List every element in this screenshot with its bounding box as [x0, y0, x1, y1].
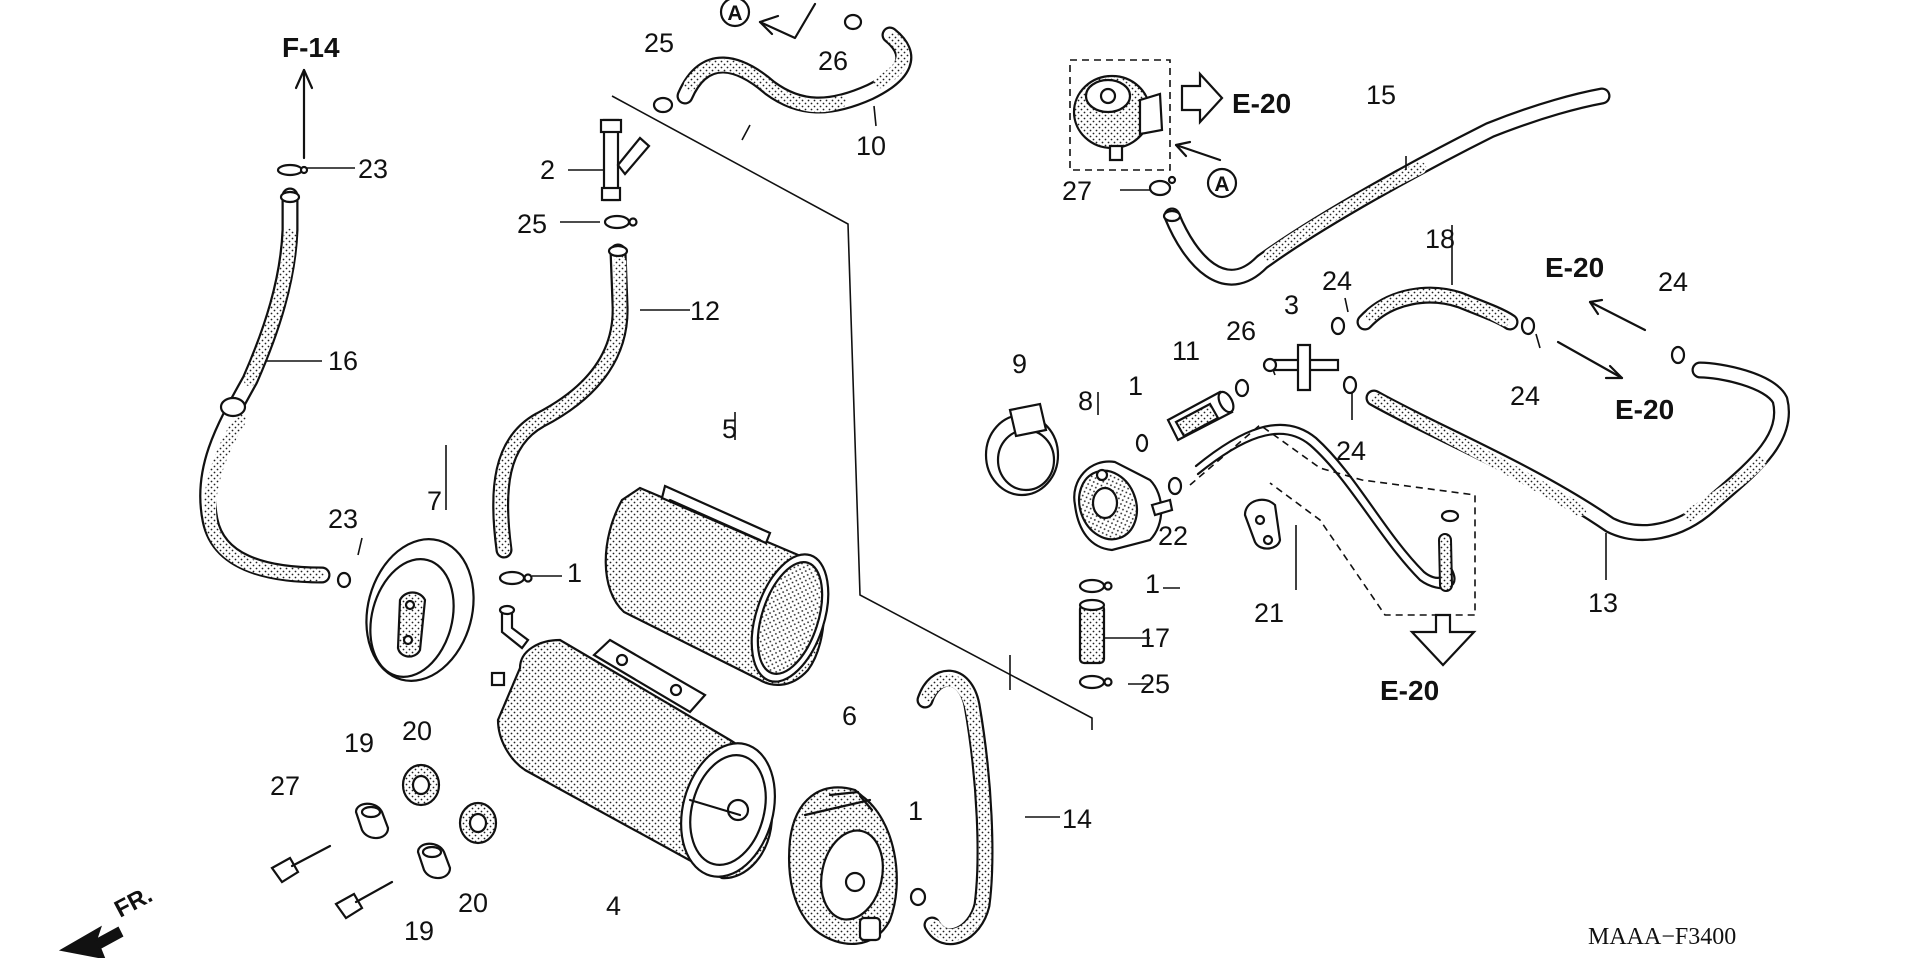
- part-5-cover: [604, 484, 830, 686]
- callout-1: 1: [1128, 371, 1143, 401]
- callout-6: 6: [842, 701, 857, 731]
- hose-14: [916, 669, 994, 946]
- part-4-canister: [490, 604, 776, 880]
- callout-9: 9: [1012, 349, 1027, 379]
- front-direction-label: FR.: [110, 881, 157, 923]
- part-3-cross-joint: [1262, 343, 1340, 392]
- ref-e20-bottom: E-20: [1380, 675, 1439, 706]
- ref-e20-upper-right: E-20: [1545, 252, 1604, 283]
- callout-23: 23: [358, 154, 388, 184]
- connector-mark-a-right-text: A: [1214, 173, 1229, 196]
- callout-24: 24: [1510, 381, 1540, 411]
- callout-27: 27: [270, 771, 300, 801]
- hose-10: [676, 26, 913, 114]
- callout-11: 11: [1172, 336, 1200, 366]
- callout-15: 15: [1366, 80, 1396, 110]
- part-8-valve: [1073, 460, 1174, 552]
- callout-19: 19: [404, 916, 434, 946]
- arrows: [58, 2, 1647, 958]
- callout-24: 24: [1336, 436, 1366, 466]
- callout-18: 18: [1425, 224, 1455, 254]
- hardware: [270, 763, 498, 920]
- callout-25: 26: [1226, 316, 1256, 346]
- callout-8: 8: [1078, 386, 1093, 416]
- callout-26: 26: [818, 46, 848, 76]
- callout-21: 21: [1254, 598, 1284, 628]
- callout-10: 10: [856, 131, 886, 161]
- callout-1: 1: [908, 796, 923, 826]
- callout-3: 3: [1284, 290, 1299, 320]
- callout-26: 27: [1062, 176, 1092, 206]
- callout-23: 23: [328, 504, 358, 534]
- callout-25: 25: [1140, 669, 1170, 699]
- hose-18: [1356, 286, 1519, 331]
- part-11-connector: [1166, 390, 1235, 442]
- ref-e20-right: E-20: [1615, 394, 1674, 425]
- callout-7: 7: [427, 486, 442, 516]
- hose-12: [492, 243, 629, 559]
- part-21-clip: [1243, 498, 1282, 550]
- part-17-joint: [1078, 598, 1106, 665]
- callout-25: 25: [517, 209, 547, 239]
- hose-15: [1162, 87, 1611, 286]
- vacuum-valve: [1072, 74, 1164, 162]
- connector-mark-a-top: A: [719, 0, 751, 28]
- callout-1: 1: [1145, 569, 1160, 599]
- callout-1: 1: [567, 558, 582, 588]
- connector-mark-a-top-text: A: [727, 2, 742, 25]
- hose-13: [1365, 361, 1790, 541]
- hose-16: [199, 187, 331, 584]
- callout-19: 19: [344, 728, 374, 758]
- callout-5: 5: [722, 414, 737, 444]
- thin-hose-dashed: [1194, 423, 1456, 592]
- callout-20: 20: [458, 888, 488, 918]
- part-6-end-cap: [787, 786, 898, 946]
- ref-f14: F-14: [282, 32, 340, 63]
- callout-20: 20: [402, 716, 432, 746]
- callout-13: 13: [1588, 588, 1618, 618]
- part-9-band-clamp: [984, 402, 1060, 497]
- callout-17: 17: [1140, 623, 1170, 653]
- callout-2: 2: [540, 155, 555, 185]
- ref-e20-top: E-20: [1232, 88, 1291, 119]
- diagram-code: MAAA−F3400: [1588, 924, 1736, 950]
- callout-12: 12: [690, 296, 720, 326]
- connector-mark-a-right: A: [1206, 167, 1238, 199]
- part-2-t-joint: [599, 118, 651, 202]
- callout-24: 24: [1322, 266, 1352, 296]
- clamps: [276, 13, 1686, 907]
- callout-14: 14: [1062, 804, 1092, 834]
- callout-24: 24: [1658, 267, 1688, 297]
- callout-25: 25: [644, 28, 674, 58]
- part-7-band: [365, 538, 475, 682]
- callout-4: 4: [606, 891, 621, 921]
- callout-22: 22: [1158, 521, 1188, 551]
- callout-16: 16: [328, 346, 358, 376]
